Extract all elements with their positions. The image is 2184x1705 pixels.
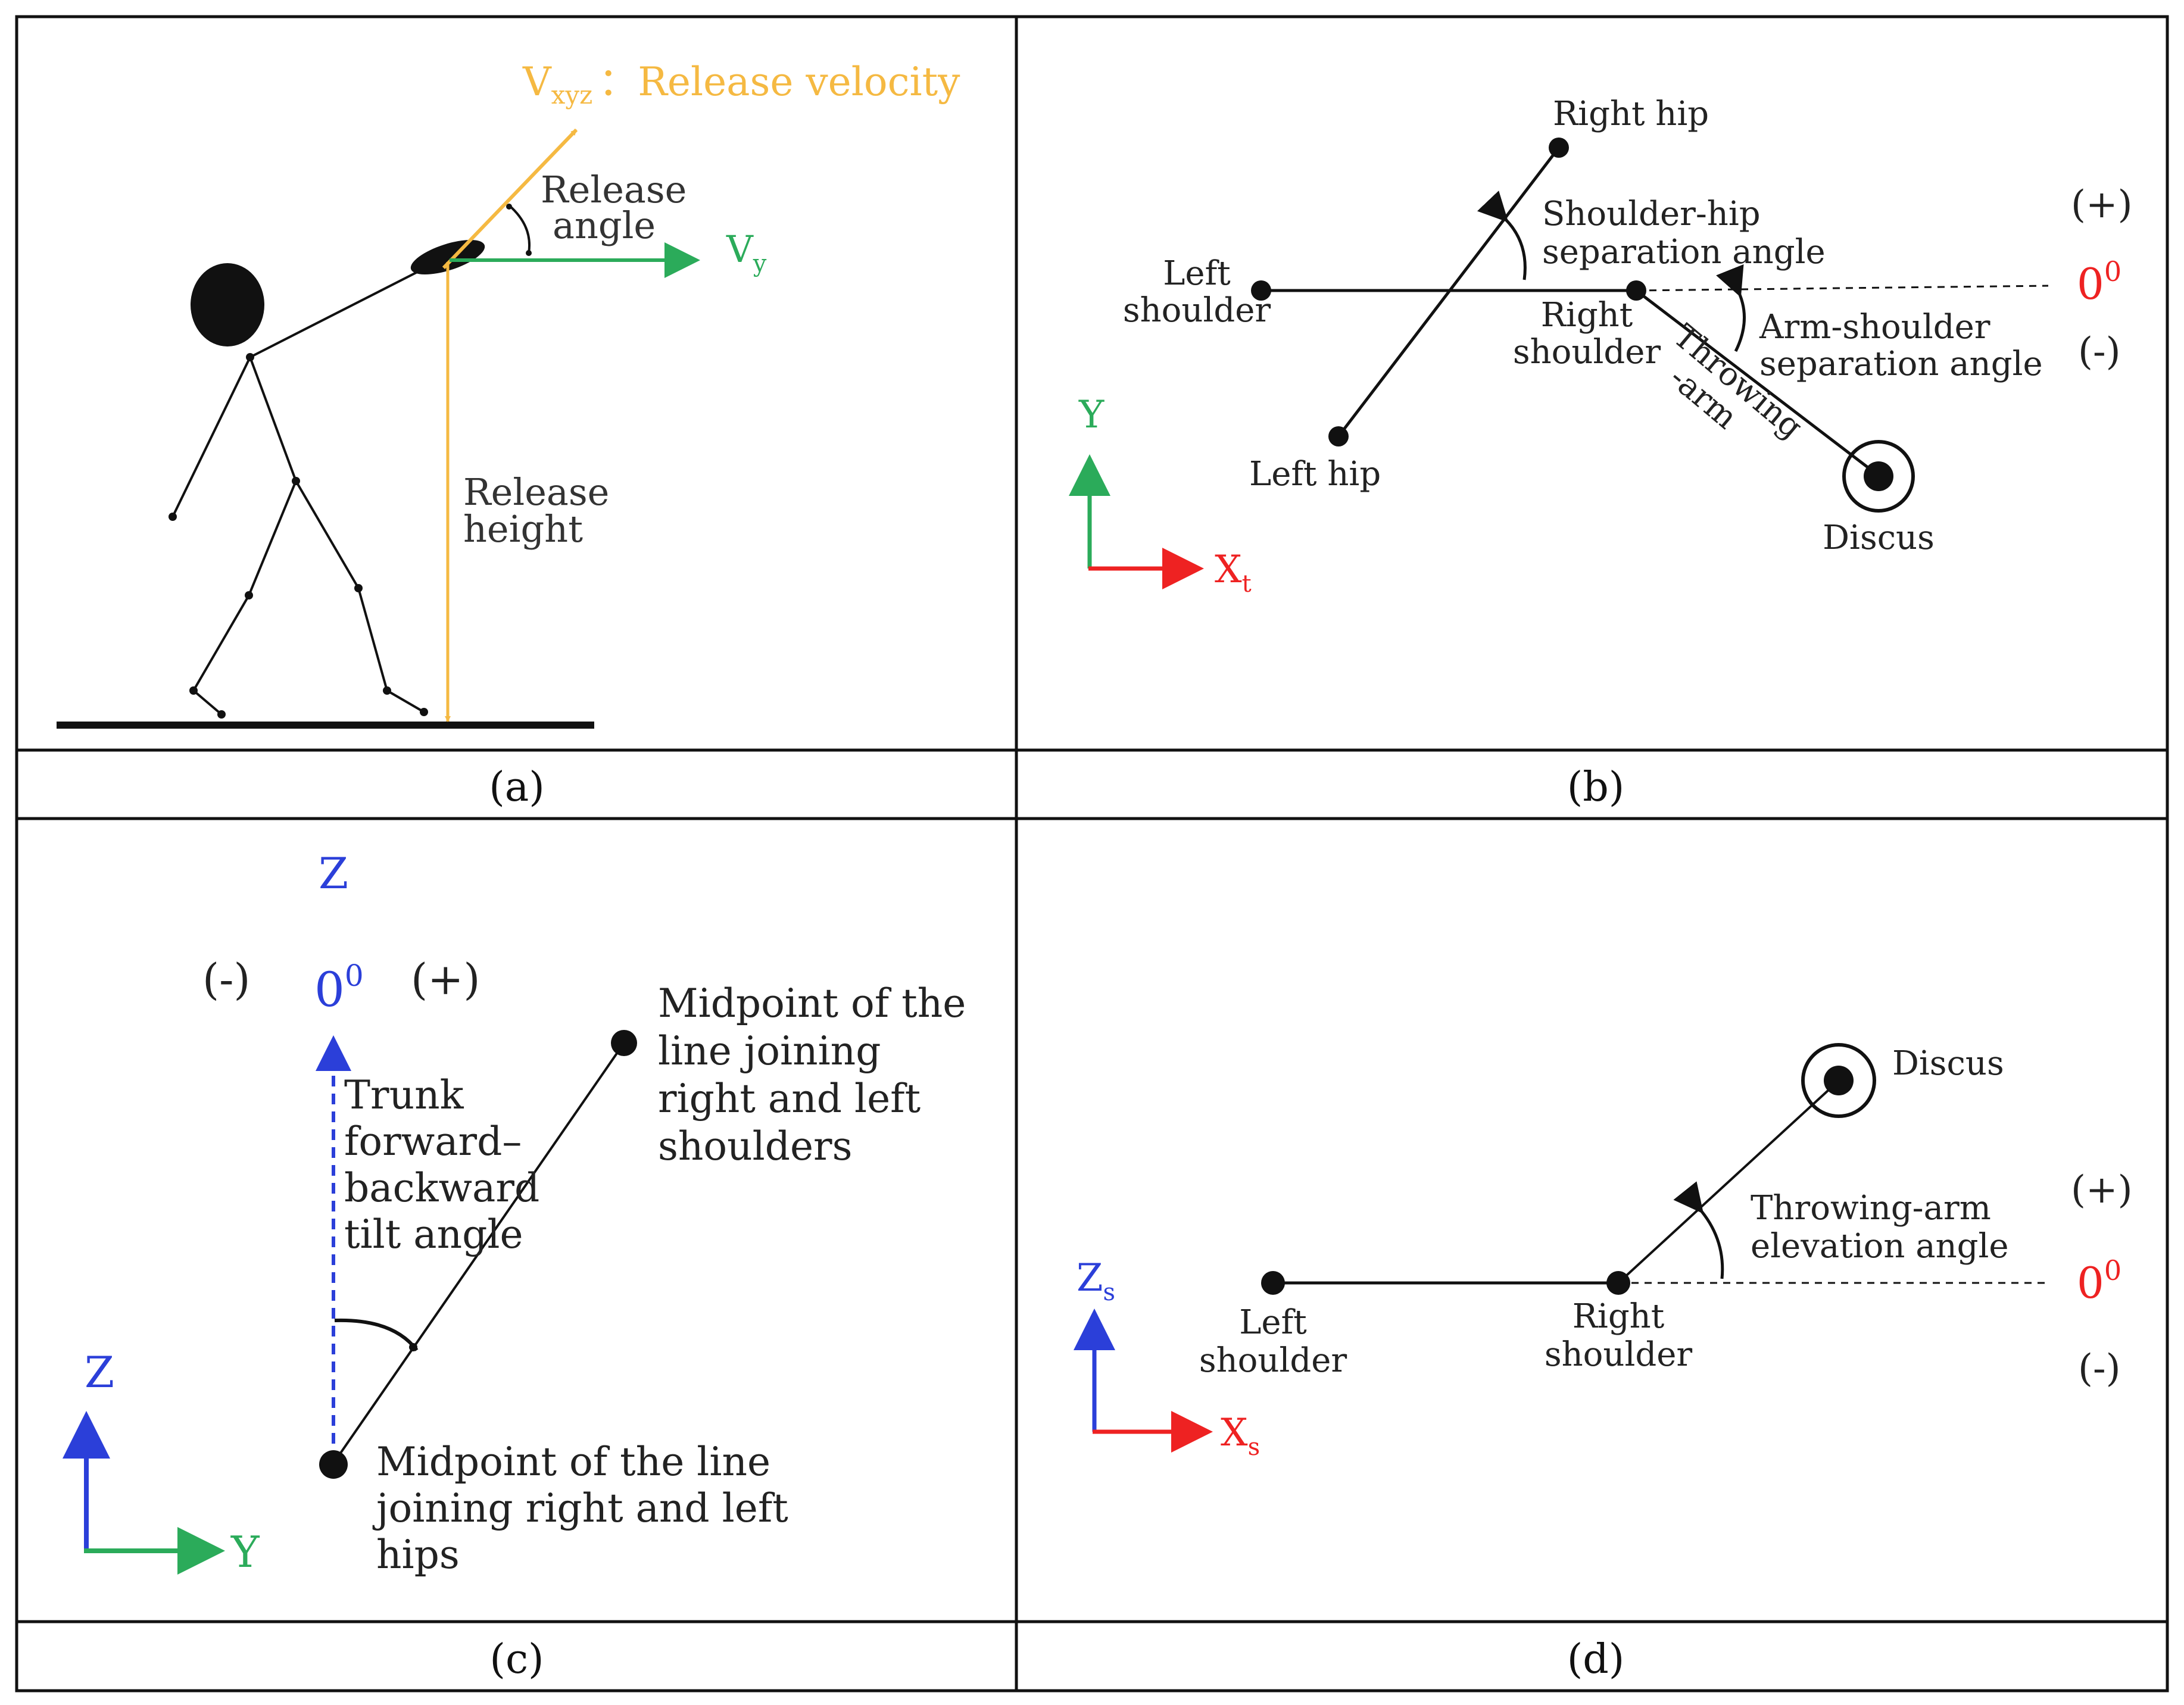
mid-shoulders-label-line3: right and left — [658, 1076, 921, 1122]
right-shoulder-point — [1626, 280, 1646, 301]
elevation-label-line2: elevation angle — [1751, 1227, 2009, 1266]
shoulder-hip-label-line2: separation angle — [1542, 233, 1826, 271]
caption-d: (d) — [1567, 1636, 1625, 1683]
axis-y-label: Y — [230, 1527, 260, 1577]
minus-label: (-) — [2078, 330, 2121, 374]
plus-label: (+) — [2071, 183, 2133, 227]
release-velocity-label: Vxyz：Release velocity — [522, 59, 960, 110]
trunk-tilt-label-line2: forward– — [344, 1119, 522, 1164]
left-shoulder-label-line1: Left — [1163, 254, 1231, 293]
release-height-label-line2: height — [463, 507, 583, 551]
left-shoulder-label-line2: shoulder — [1123, 291, 1271, 330]
elevation-label-line1: Throwing-arm — [1751, 1189, 1991, 1228]
left-hip-point — [1328, 426, 1349, 446]
right-shoulder-label-line1: Right — [1573, 1297, 1665, 1336]
discus-icon — [410, 239, 485, 275]
right-shoulder-label-line2: shoulder — [1513, 333, 1661, 371]
shoulder-hip-arc — [1477, 191, 1527, 280]
vy-label: Vy — [726, 227, 767, 277]
trunk-tilt-label-line1: Trunk — [344, 1072, 464, 1118]
release-angle-label-line1: Release — [541, 168, 687, 211]
caption-c: (c) — [489, 1636, 544, 1683]
discus-ring — [1801, 1043, 1876, 1118]
release-velocity-arrow — [442, 128, 578, 270]
release-angle-arc — [508, 204, 531, 254]
plus-label: (+) — [2071, 1168, 2133, 1212]
right-shoulder-label-line1: Right — [1541, 296, 1633, 335]
stick-figure-head — [191, 263, 264, 346]
mid-shoulders-label-line1: Midpoint of the — [658, 980, 966, 1026]
axis-z-label: Z — [85, 1347, 114, 1397]
right-hip-label: Right hip — [1553, 95, 1709, 133]
mid-hips-label-line1: Midpoint of the line — [376, 1439, 770, 1485]
left-shoulder-point — [1251, 280, 1271, 301]
axis-x-label: Xt — [1215, 548, 1252, 598]
discus-center — [1824, 1066, 1854, 1095]
plus-label: (+) — [411, 954, 481, 1004]
right-hip-point — [1549, 138, 1569, 158]
left-hip-label: Left hip — [1249, 455, 1381, 494]
minus-label: (-) — [202, 954, 251, 1004]
mid-hips-label-line2: joining right and left — [372, 1485, 788, 1531]
stick-figure-body — [171, 259, 441, 716]
trunk-tilt-label-line4: tilt angle — [344, 1211, 523, 1257]
mid-shoulders-label-line2: line joining — [658, 1028, 881, 1074]
discus-label: Discus — [1892, 1044, 2004, 1083]
discus-ring — [1842, 440, 1915, 513]
arm-shoulder-label-line2: separation angle — [1759, 345, 2043, 383]
mid-shoulders-label-line4: shoulders — [658, 1123, 852, 1169]
release-height-label-line1: Release — [463, 470, 609, 514]
left-shoulder-label-line1: Left — [1239, 1303, 1307, 1342]
panel-b: Right hip Shoulder-hip separation angle … — [1069, 95, 2133, 811]
zero-degree-label: 00 — [2077, 1254, 2121, 1308]
minus-label: (-) — [2078, 1347, 2121, 1391]
discus-center — [1864, 461, 1893, 491]
figure-grid — [15, 15, 2169, 1692]
axis-y-label: Y — [1078, 393, 1105, 437]
hip-line — [1337, 146, 1560, 438]
release-angle-label-line2: angle — [553, 204, 656, 247]
trunk-tilt-arc — [334, 1318, 419, 1351]
zero-degree-label: 00 — [2077, 255, 2121, 309]
panel-d: Discus (+) Throwing-arm elevation angle … — [1074, 1043, 2133, 1683]
mid-hips-label-line3: hips — [376, 1532, 460, 1578]
throwing-arm-line — [1617, 1082, 1837, 1284]
trunk-tilt-label-line3: backward — [344, 1165, 539, 1211]
left-shoulder-label-line2: shoulder — [1199, 1341, 1347, 1380]
z-top-label: Z — [319, 848, 348, 898]
arm-shoulder-label-line1: Arm-shoulder — [1759, 308, 1990, 346]
trunk-line — [332, 1042, 625, 1464]
arm-shoulder-arc — [1716, 264, 1746, 352]
caption-b: (b) — [1567, 764, 1625, 811]
elevation-arc — [1673, 1181, 1724, 1279]
axis-x-label: Xs — [1221, 1411, 1260, 1461]
panel-c: Z (-) 00 (+) Midpoint of the line joinin… — [63, 848, 966, 1683]
right-shoulder-label-line2: shoulder — [1545, 1335, 1692, 1374]
zero-degree-label: 00 — [314, 958, 364, 1017]
throwing-arm-line — [1635, 289, 1877, 474]
mid-hips-point — [319, 1450, 348, 1479]
right-shoulder-point — [1606, 1271, 1630, 1295]
left-shoulder-point — [1261, 1271, 1285, 1295]
panel-a: Vxyz：Release velocity Release angle Vy R… — [57, 59, 960, 811]
zero-reference-dashed — [1636, 285, 2049, 292]
stick-figure-joints — [169, 353, 428, 719]
shoulder-hip-label-line1: Shoulder-hip — [1542, 195, 1761, 233]
mid-shoulders-point — [611, 1030, 637, 1056]
caption-a: (a) — [489, 764, 545, 811]
discus-label: Discus — [1823, 519, 1935, 557]
axis-z-label: Zs — [1077, 1256, 1115, 1306]
